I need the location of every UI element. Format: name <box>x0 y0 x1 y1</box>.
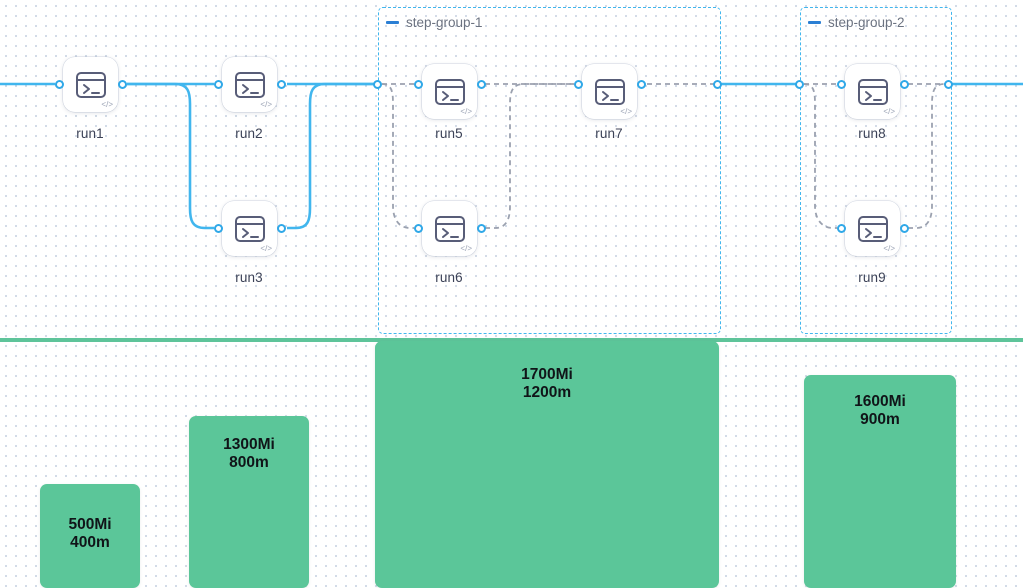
terminal-icon <box>234 215 265 242</box>
resource-bar[interactable]: 500Mi 400m <box>40 484 140 588</box>
resource-bar-label: 500Mi 400m <box>68 516 112 551</box>
handle-run2-source[interactable] <box>277 80 286 89</box>
handle-run6-source[interactable] <box>477 224 486 233</box>
node-run2[interactable]: </> <box>222 57 277 112</box>
handle-run1-target[interactable] <box>55 80 64 89</box>
handle-run2-target[interactable] <box>214 80 223 89</box>
node-label-run8: run8 <box>858 126 886 141</box>
node-run1[interactable]: </> <box>63 57 118 112</box>
code-badge-icon: </> <box>883 107 895 116</box>
node-run8[interactable]: </> <box>845 64 900 119</box>
node-run5[interactable]: </> <box>422 64 477 119</box>
node-label-run9: run9 <box>858 270 886 285</box>
group-label-step-group-2[interactable]: step-group-2 <box>808 15 905 30</box>
group-step-group-2[interactable] <box>800 7 952 334</box>
collapse-dash-icon[interactable] <box>386 21 399 24</box>
handle-run1-source[interactable] <box>118 80 127 89</box>
handle-run8-source[interactable] <box>900 80 909 89</box>
handle-run7-target[interactable] <box>574 80 583 89</box>
handle-group1-target[interactable] <box>373 80 382 89</box>
code-badge-icon: </> <box>460 244 472 253</box>
node-run3[interactable]: </> <box>222 201 277 256</box>
code-badge-icon: </> <box>260 100 272 109</box>
node-label-run1: run1 <box>76 126 104 141</box>
collapse-dash-icon[interactable] <box>808 21 821 24</box>
terminal-icon <box>434 78 465 105</box>
resource-bar[interactable]: 1600Mi 900m <box>804 375 956 588</box>
terminal-icon <box>594 78 625 105</box>
terminal-icon <box>857 215 888 242</box>
resource-bar-label: 1300Mi 800m <box>223 436 275 471</box>
code-badge-icon: </> <box>460 107 472 116</box>
node-label-run6: run6 <box>435 270 463 285</box>
resource-bar-label: 1600Mi 900m <box>854 393 906 428</box>
code-badge-icon: </> <box>883 244 895 253</box>
handle-run9-source[interactable] <box>900 224 909 233</box>
handle-run7-source[interactable] <box>637 80 646 89</box>
terminal-icon <box>234 71 265 98</box>
handle-group2-target[interactable] <box>795 80 804 89</box>
node-run6[interactable]: </> <box>422 201 477 256</box>
group-label-step-group-1[interactable]: step-group-1 <box>386 15 483 30</box>
node-label-run7: run7 <box>595 126 623 141</box>
code-badge-icon: </> <box>101 100 113 109</box>
handle-group2-source[interactable] <box>944 80 953 89</box>
node-run7[interactable]: </> <box>582 64 637 119</box>
handle-run8-target[interactable] <box>837 80 846 89</box>
handle-group1-source[interactable] <box>713 80 722 89</box>
resource-bar[interactable]: 1700Mi 1200m <box>375 341 719 588</box>
group-title: step-group-2 <box>828 15 905 30</box>
section-separator-line <box>0 338 1023 342</box>
resource-bar[interactable]: 1300Mi 800m <box>189 416 309 588</box>
node-run9[interactable]: </> <box>845 201 900 256</box>
group-title: step-group-1 <box>406 15 483 30</box>
handle-run5-source[interactable] <box>477 80 486 89</box>
handle-run6-target[interactable] <box>414 224 423 233</box>
code-badge-icon: </> <box>260 244 272 253</box>
handle-run9-target[interactable] <box>837 224 846 233</box>
terminal-icon <box>857 78 888 105</box>
group-step-group-1[interactable] <box>378 7 721 334</box>
terminal-icon <box>434 215 465 242</box>
resource-bar-label: 1700Mi 1200m <box>521 366 573 401</box>
node-label-run3: run3 <box>235 270 263 285</box>
node-label-run2: run2 <box>235 126 263 141</box>
terminal-icon <box>75 71 106 98</box>
handle-run3-source[interactable] <box>277 224 286 233</box>
node-label-run5: run5 <box>435 126 463 141</box>
handle-run3-target[interactable] <box>214 224 223 233</box>
handle-run5-target[interactable] <box>414 80 423 89</box>
code-badge-icon: </> <box>620 107 632 116</box>
